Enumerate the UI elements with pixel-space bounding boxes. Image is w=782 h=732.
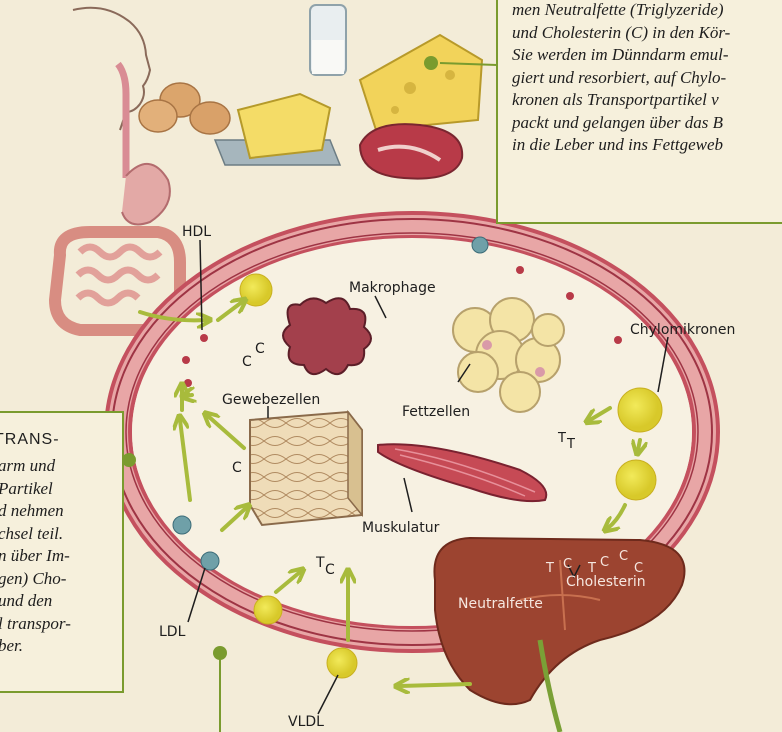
ldl-particle [472, 237, 488, 253]
hdl-particle [240, 274, 272, 306]
label-makrophage: Makrophage [349, 280, 436, 296]
cholesterol-particle [614, 336, 622, 344]
label-hdl: HDL [182, 224, 211, 240]
label-cholesterin: Cholesterin [566, 574, 646, 590]
caption-left-heading: TRANS- [0, 431, 60, 449]
cholesterol-particle [200, 334, 208, 342]
macrophage-cell [283, 298, 371, 374]
caption-top-line: in die Leber und ins Fettgeweb [512, 134, 782, 157]
symbol-c: C [600, 555, 609, 570]
caption-box-left: TRANS- arm und Partikel d nehmen chsel t… [0, 411, 124, 693]
chylomicron-particle [616, 460, 656, 500]
symbol-c: C [232, 460, 242, 476]
caption-top-line: packt und gelangen über das B [512, 112, 782, 135]
caption-left-line: l transpor- [0, 613, 116, 636]
caption-pointer-dot [424, 56, 438, 70]
symbol-c: C [255, 341, 265, 357]
label-fettzellen: Fettzellen [402, 404, 470, 420]
symbol-c: C [325, 562, 335, 578]
cholesterol-particle [184, 379, 192, 387]
caption-left-line: Partikel [0, 478, 116, 501]
caption-top-line: men Neutralfette (Triglyzeride) [512, 0, 782, 22]
liver-illustration [434, 538, 684, 732]
label-ldl: LDL [159, 624, 186, 640]
vldl-particle [254, 596, 282, 624]
tissue-cells [250, 412, 362, 525]
caption-top-line: und Cholesterin (C) in den Kör- [512, 22, 782, 45]
chylomicron-particle [618, 388, 662, 432]
symbol-t: T [545, 561, 554, 576]
caption-left-line: gen) Cho- [0, 568, 116, 591]
symbol-c: C [242, 354, 252, 370]
label-neutralfette: Neutralfette [458, 596, 543, 612]
caption-left-line: chsel teil. [0, 523, 116, 546]
symbol-c: C [563, 557, 572, 572]
caption-box-top: men Neutralfette (Triglyzeride) und Chol… [496, 0, 782, 224]
ldl-particle [173, 516, 191, 534]
symbol-t: T [315, 555, 325, 571]
symbol-c: C [634, 561, 643, 576]
caption-pointer-dot [122, 453, 136, 467]
vldl-particle [327, 648, 357, 678]
caption-top-line: Sie werden im Dünndarm emul- [512, 44, 782, 67]
caption-left-line: ber. [0, 635, 116, 658]
label-muskulatur: Muskulatur [362, 520, 440, 536]
caption-left-line: und den [0, 590, 116, 613]
cholesterol-particle [516, 266, 524, 274]
caption-left-line: n über Im- [0, 545, 116, 568]
symbol-t: T [566, 437, 575, 452]
label-gewebezellen: Gewebezellen [222, 392, 320, 408]
caption-left-line: d nehmen [0, 500, 116, 523]
caption-pointer-dot [213, 646, 227, 660]
caption-top-line: kronen als Transportpartikel v [512, 89, 782, 112]
label-chylomikronen: Chylomikronen [630, 322, 735, 338]
label-vldl: VLDL [288, 714, 324, 730]
caption-left-line: arm und [0, 455, 116, 478]
cholesterol-particle [182, 356, 190, 364]
symbol-t: T [587, 561, 596, 576]
food-illustration [139, 5, 482, 179]
symbol-t: T [557, 431, 566, 446]
symbol-c: C [619, 549, 628, 564]
ldl-particle [201, 552, 219, 570]
digestive-tract-illustration [55, 8, 180, 330]
cholesterol-particle [566, 292, 574, 300]
caption-top-line: giert und resorbiert, auf Chylo- [512, 67, 782, 90]
